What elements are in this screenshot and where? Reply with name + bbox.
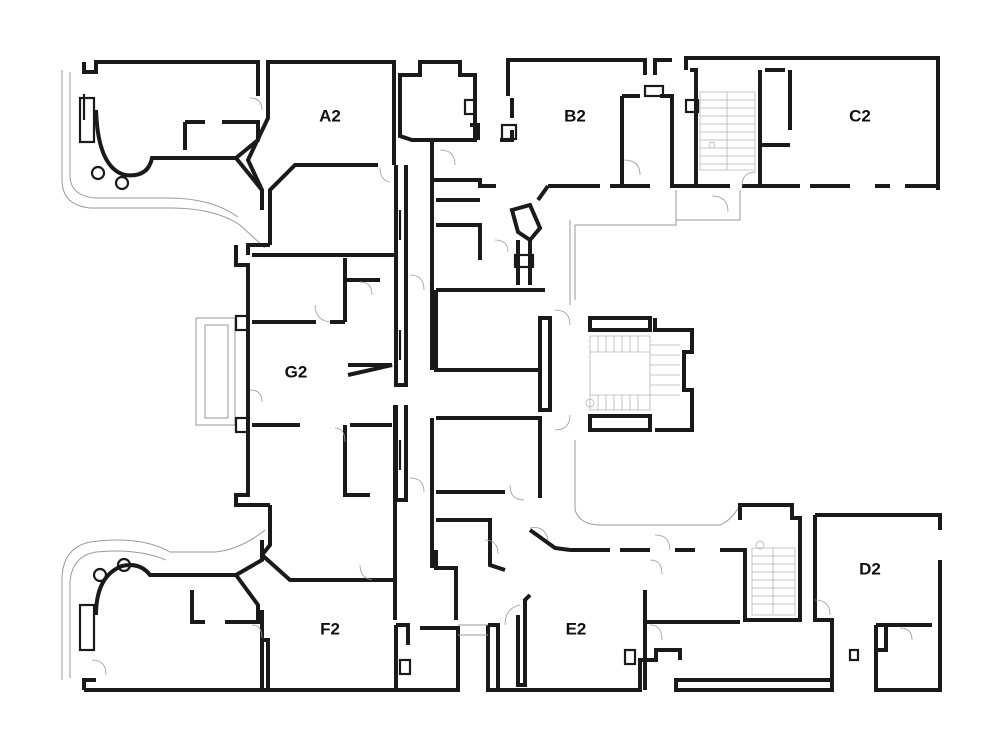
room-label-a2: A2 [319,106,341,125]
wing-f2 [61,405,397,692]
main-staircase [554,309,694,432]
wing-d2 [574,440,942,692]
room-label-c2: C2 [849,106,871,125]
room-label-g2: G2 [285,362,308,381]
wing-b2 [500,58,686,202]
connector-north [509,202,677,412]
wing-e2 [486,527,834,692]
room-label-b2: B2 [564,106,586,125]
tower-top [398,60,480,142]
wing-a2 [61,60,396,249]
room-label-d2: D2 [859,559,881,578]
corridor-doors [409,274,525,555]
wing-c2 [675,56,940,221]
stairs-c2 [700,92,755,170]
room-label-e2: E2 [566,619,587,638]
central-corridor [394,140,545,620]
stairs-d2 [752,548,795,615]
tower-bottom [394,623,488,692]
stairs-main [590,336,680,410]
wing-g2 [195,163,396,507]
room-label-f2: F2 [320,619,340,638]
